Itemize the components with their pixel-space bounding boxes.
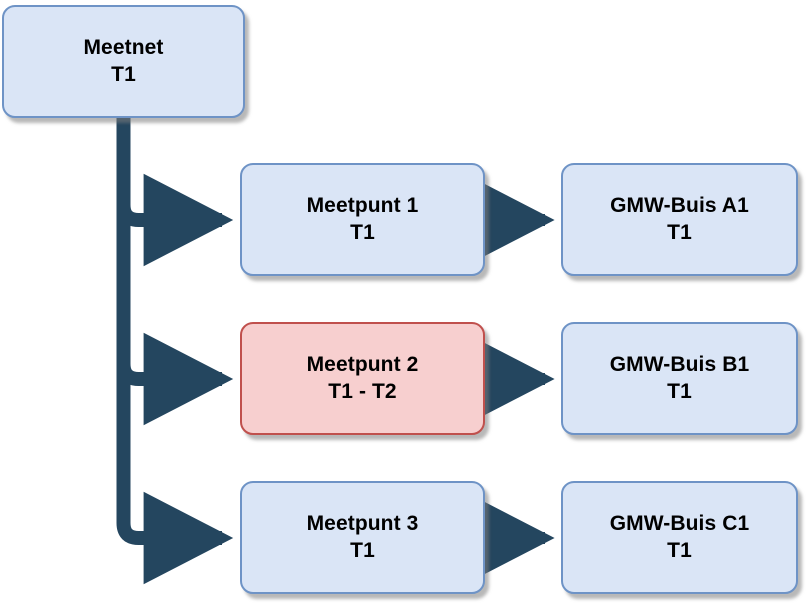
node-meetpunt-3-label: Meetpunt 3	[306, 511, 419, 535]
node-gmw-buis-b1[interactable]: GMW-Buis B1 T1	[561, 322, 798, 435]
node-meetnet-sublabel: T1	[111, 62, 136, 86]
node-meetnet-label: Meetnet	[83, 35, 164, 59]
node-gmw-buis-a1-label: GMW-Buis A1	[610, 193, 749, 217]
node-meetpunt-1[interactable]: Meetpunt 1 T1	[240, 163, 485, 276]
node-gmw-buis-c1-sublabel: T1	[667, 538, 692, 562]
node-meetpunt-1-label: Meetpunt 1	[306, 193, 419, 217]
node-gmw-buis-b1-sublabel: T1	[667, 379, 692, 403]
node-gmw-buis-c1[interactable]: GMW-Buis C1 T1	[561, 481, 798, 594]
connector-meetnet-to-meetpunt-3	[116, 118, 234, 585]
node-gmw-buis-b1-label: GMW-Buis B1	[609, 352, 750, 376]
connector-meetnet-to-meetpunt-2	[116, 118, 234, 426]
node-meetpunt-2[interactable]: Meetpunt 2 T1 - T2	[240, 322, 485, 435]
node-gmw-buis-c1-label: GMW-Buis C1	[609, 511, 750, 535]
node-meetnet[interactable]: Meetnet T1	[2, 5, 245, 118]
connector-meetnet-to-meetpunt-1	[116, 118, 234, 267]
node-meetpunt-2-label: Meetpunt 2	[306, 352, 419, 376]
node-gmw-buis-a1-sublabel: T1	[667, 220, 692, 244]
node-meetpunt-1-sublabel: T1	[350, 220, 375, 244]
node-meetpunt-2-sublabel: T1 - T2	[328, 379, 397, 403]
node-meetpunt-3-sublabel: T1	[350, 538, 375, 562]
node-meetpunt-3[interactable]: Meetpunt 3 T1	[240, 481, 485, 594]
node-gmw-buis-a1[interactable]: GMW-Buis A1 T1	[561, 163, 798, 276]
